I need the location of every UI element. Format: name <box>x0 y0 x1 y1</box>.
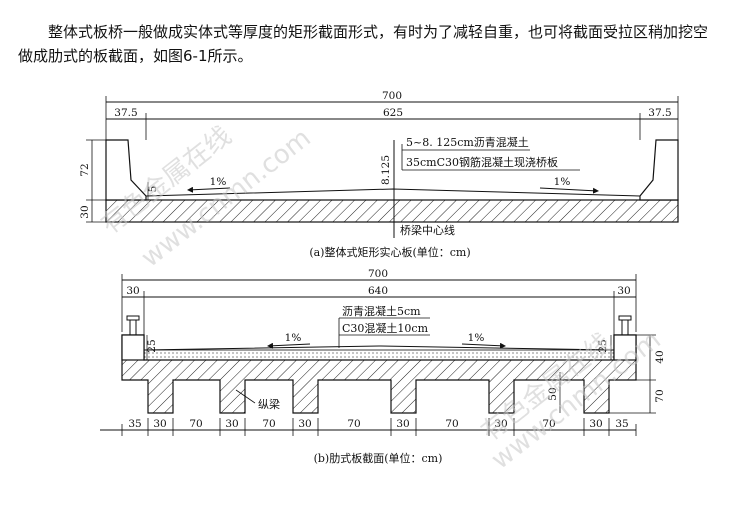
dim-25-left: 25 <box>146 339 158 352</box>
right-curb-b <box>613 334 637 361</box>
caption-b: (b)肋式板截面(单位：cm) <box>314 451 443 465</box>
note-asphalt-a: 5~8. 125cm沥青混凝土 <box>406 135 529 149</box>
note-asphalt-b: 沥青混凝土5cm <box>342 304 421 318</box>
note-concrete-b: C30混凝土10cm <box>342 321 429 335</box>
bottom-dim-3: 30 <box>225 418 238 430</box>
railing-left <box>126 315 140 335</box>
dim-h-bottom-a: 30 <box>79 205 91 218</box>
bottom-dim-12: 35 <box>615 418 628 430</box>
dim-40: 40 <box>654 350 666 363</box>
dim-mid-a: 625 <box>383 107 403 119</box>
slope-left-b: 1% <box>285 332 302 344</box>
rib-label: 纵梁 <box>258 397 280 411</box>
dim-total-a: 700 <box>382 90 402 102</box>
concrete-layer-b <box>143 349 615 361</box>
bottom-dim-7: 30 <box>396 418 409 430</box>
dim-right-a: 37.5 <box>648 107 671 119</box>
slope-right-a: 1% <box>554 176 571 188</box>
bottom-dim-10: 70 <box>542 418 555 430</box>
intro-paragraph: 整体式板桥一般做成实体式等厚度的矩形截面形式，有时为了减轻自重，也可将截面受拉区… <box>18 20 718 68</box>
bottom-dim-1: 30 <box>153 418 166 430</box>
bottom-dim-8: 70 <box>445 418 458 430</box>
left-curb-b <box>121 334 145 361</box>
note-slab-a: 35cmC30钢筋混凝土现浇桥板 <box>406 155 558 169</box>
figure-b: 700 30 640 30 沥青混凝土5cm C30混凝土10cm <box>100 268 666 465</box>
right-curb <box>639 139 679 201</box>
figure-a: 700 37.5 625 37.5 72 30 5 1% 1% <box>79 90 679 259</box>
dim-25-right: 25 <box>597 339 609 352</box>
bottom-dim-6: 70 <box>347 418 360 430</box>
centerline-label: 桥梁中心线 <box>400 223 455 237</box>
slope-left-a: 1% <box>210 176 227 188</box>
bottom-dim-9: 30 <box>494 418 507 430</box>
caption-a: (a)整体式矩形实心板(单位：cm) <box>309 245 470 259</box>
dim-50: 50 <box>547 387 559 400</box>
bottom-dim-0: 35 <box>128 418 141 430</box>
intro-text: 整体式板桥一般做成实体式等厚度的矩形截面形式，有时为了减轻自重，也可将截面受拉区… <box>18 23 709 65</box>
dim-center-a: 8.125 <box>380 155 392 185</box>
dim-5-a: 5 <box>147 186 159 193</box>
slope-right-b: 1% <box>468 332 485 344</box>
dim-mid-b: 640 <box>368 285 388 297</box>
pavement-surface-a <box>145 188 641 197</box>
dim-right-b: 30 <box>617 285 630 297</box>
dim-left-a: 37.5 <box>114 107 137 119</box>
bottom-dim-11: 30 <box>589 418 602 430</box>
bottom-dim-4: 70 <box>262 418 275 430</box>
dim-total-b: 700 <box>368 268 388 280</box>
dim-left-b: 30 <box>126 285 139 297</box>
asphalt-surface-b <box>143 345 615 351</box>
dim-h-top-a: 72 <box>79 163 91 176</box>
bottom-dim-5: 30 <box>298 418 311 430</box>
railing-right <box>618 315 632 335</box>
bottom-dim-2: 70 <box>189 418 202 430</box>
dim-70-right: 70 <box>654 389 666 402</box>
